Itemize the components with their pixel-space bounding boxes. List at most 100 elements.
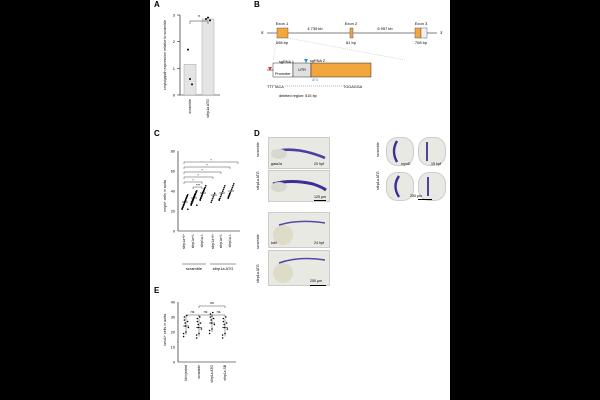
panel-c-point (184, 198, 187, 201)
exon-3-box-b (420, 27, 428, 39)
panel-c-ylabel: cmyb+ cells in aorta (163, 180, 167, 212)
d-label-scramble-2: scramble (256, 234, 260, 249)
sgrna-2-marker (304, 59, 308, 63)
panel-e-point (195, 334, 198, 336)
panel-a-point (191, 83, 193, 86)
gene-myod: myoD (401, 162, 411, 166)
panel-c-point (191, 200, 193, 203)
panel-e-point (221, 334, 224, 336)
panel-c-chart: cmyb+ cells in aorta 0 20 40 60 80 * * *… (163, 150, 240, 271)
panel-c-point (184, 200, 186, 202)
panel-a-point (209, 19, 211, 22)
panel-c-point (182, 203, 185, 206)
panel-c-star-1: * (197, 174, 199, 178)
panel-a-ylabel: cmyb/gapdh expression relative to scramb… (163, 20, 167, 90)
exon-3-label: Exon 3 (415, 21, 428, 26)
panel-label-a: A (154, 0, 160, 9)
panel-e-point (226, 328, 229, 330)
panel-e-chart: runx1+ cells in aorta 0 10 20 30 40 ns n… (163, 301, 236, 383)
intron-2-size: 6 957 kb (377, 26, 393, 31)
panel-c-point (218, 198, 220, 201)
d-label-scramble-3: scramble (376, 142, 380, 157)
exon-2-bp: 81 bp (346, 40, 357, 45)
panel-c-tick-0: 0 (173, 230, 175, 234)
panel-c-xlabel-1: sltrp1a+/- (191, 234, 195, 248)
panel-c-tick-1: 20 (171, 210, 175, 214)
five-prime: 5' (261, 30, 264, 35)
panel-c-point (186, 194, 188, 197)
panel-e-point (196, 317, 199, 320)
panel-e-point (213, 323, 216, 326)
panel-e-points (182, 311, 229, 339)
panel-e-point (208, 332, 211, 335)
d-label-atg-3: sltrp1a ATG (376, 171, 380, 190)
panel-label-b: B (254, 0, 260, 9)
panel-c-tick-2: 40 (171, 190, 175, 194)
panel-e-point (222, 317, 225, 320)
panel-e-point (209, 313, 212, 315)
panel-c-point (219, 195, 222, 198)
panel-c-star-0: * (192, 179, 194, 183)
panel-e-point (212, 311, 214, 314)
panel-a-tick-1: 1 (173, 66, 176, 71)
embryo-myod-scramble-b (418, 137, 446, 166)
panel-c-point (212, 196, 215, 198)
panel-a-points (187, 16, 211, 86)
panel-e-point (184, 322, 186, 324)
exon-2-box (349, 27, 354, 39)
intron-1-size: 4 735 kb (307, 26, 323, 31)
d-label-scramble-1: scramble (256, 142, 260, 157)
panel-c-star-3: * (206, 164, 208, 168)
seq-right: TGGAGGA (343, 85, 363, 89)
embryo-myod-scramble-a (386, 137, 414, 166)
panel-c-points (181, 183, 235, 210)
panel-a-point (205, 18, 207, 20)
panel-e-point (182, 332, 185, 335)
panel-e-tick-1: 10 (171, 346, 175, 350)
embryo-kdrl-scramble (268, 212, 330, 248)
panel-e-point (221, 337, 224, 339)
panel-e-brackets (185, 305, 226, 317)
panel-c-point (210, 201, 212, 203)
panel-e-ns-1: ns (204, 310, 208, 314)
panel-c-point (228, 194, 230, 197)
panel-a-tick-0: 0 (173, 93, 176, 98)
embryo-gata1a-atg (268, 170, 330, 202)
panel-e-point (212, 317, 215, 320)
embryo-gata1a-scramble (268, 137, 330, 169)
panel-c-point (193, 193, 196, 196)
three-prime: 3' (440, 30, 443, 35)
panel-c-point (200, 196, 202, 199)
time-20hpf: 20 hpf (314, 162, 324, 166)
panel-e-point (195, 337, 198, 339)
panel-label-e: E (154, 286, 160, 295)
panel-c-tick-3: 60 (171, 170, 175, 174)
panel-e-ylabel: runx1+ cells in aorta (163, 314, 167, 346)
panel-a-xlabel-0: scramble (188, 99, 192, 114)
figure: A B C D E cmyb/gapdh expression relative… (150, 0, 450, 400)
panel-a-tick-3: 3 (173, 13, 176, 18)
gene-gata1a: gata1a (271, 162, 282, 166)
exon-2-label: Exon 2 (345, 21, 358, 26)
panel-c-xlabel-2: sltrp1a-/- (200, 234, 204, 247)
panel-c-point (200, 194, 203, 197)
atg-label: ATG (312, 78, 319, 82)
sgrna-2-label: sgRNA 2 (310, 59, 325, 63)
panel-e-point (183, 316, 186, 318)
panel-e-xlabel-3: sltrp1a SB (223, 364, 227, 380)
panel-e-point (222, 320, 225, 323)
embryo-myod-atg-b (418, 172, 446, 201)
panel-c-xlabel-3: sltrp1a+/+ (211, 234, 215, 249)
panel-b-diagram: 5' 3' Exon 1 Exon 2 Exon 3 698 bp 81 bp … (261, 21, 443, 98)
panel-e-point (210, 319, 212, 321)
panel-c-point (187, 208, 189, 210)
panel-c-star-2: * (201, 169, 203, 173)
panel-c-point (202, 189, 205, 192)
panel-e-point (225, 322, 228, 324)
panel-a-bar-atg (201, 18, 215, 96)
panel-e-ns-3: ns (210, 301, 214, 305)
panel-c-point (211, 199, 213, 202)
panel-e-point (199, 322, 202, 324)
panel-c-xlabel-0: sltrp1a+/+ (182, 234, 186, 249)
time-15hpf: 15 hpf (431, 162, 441, 166)
